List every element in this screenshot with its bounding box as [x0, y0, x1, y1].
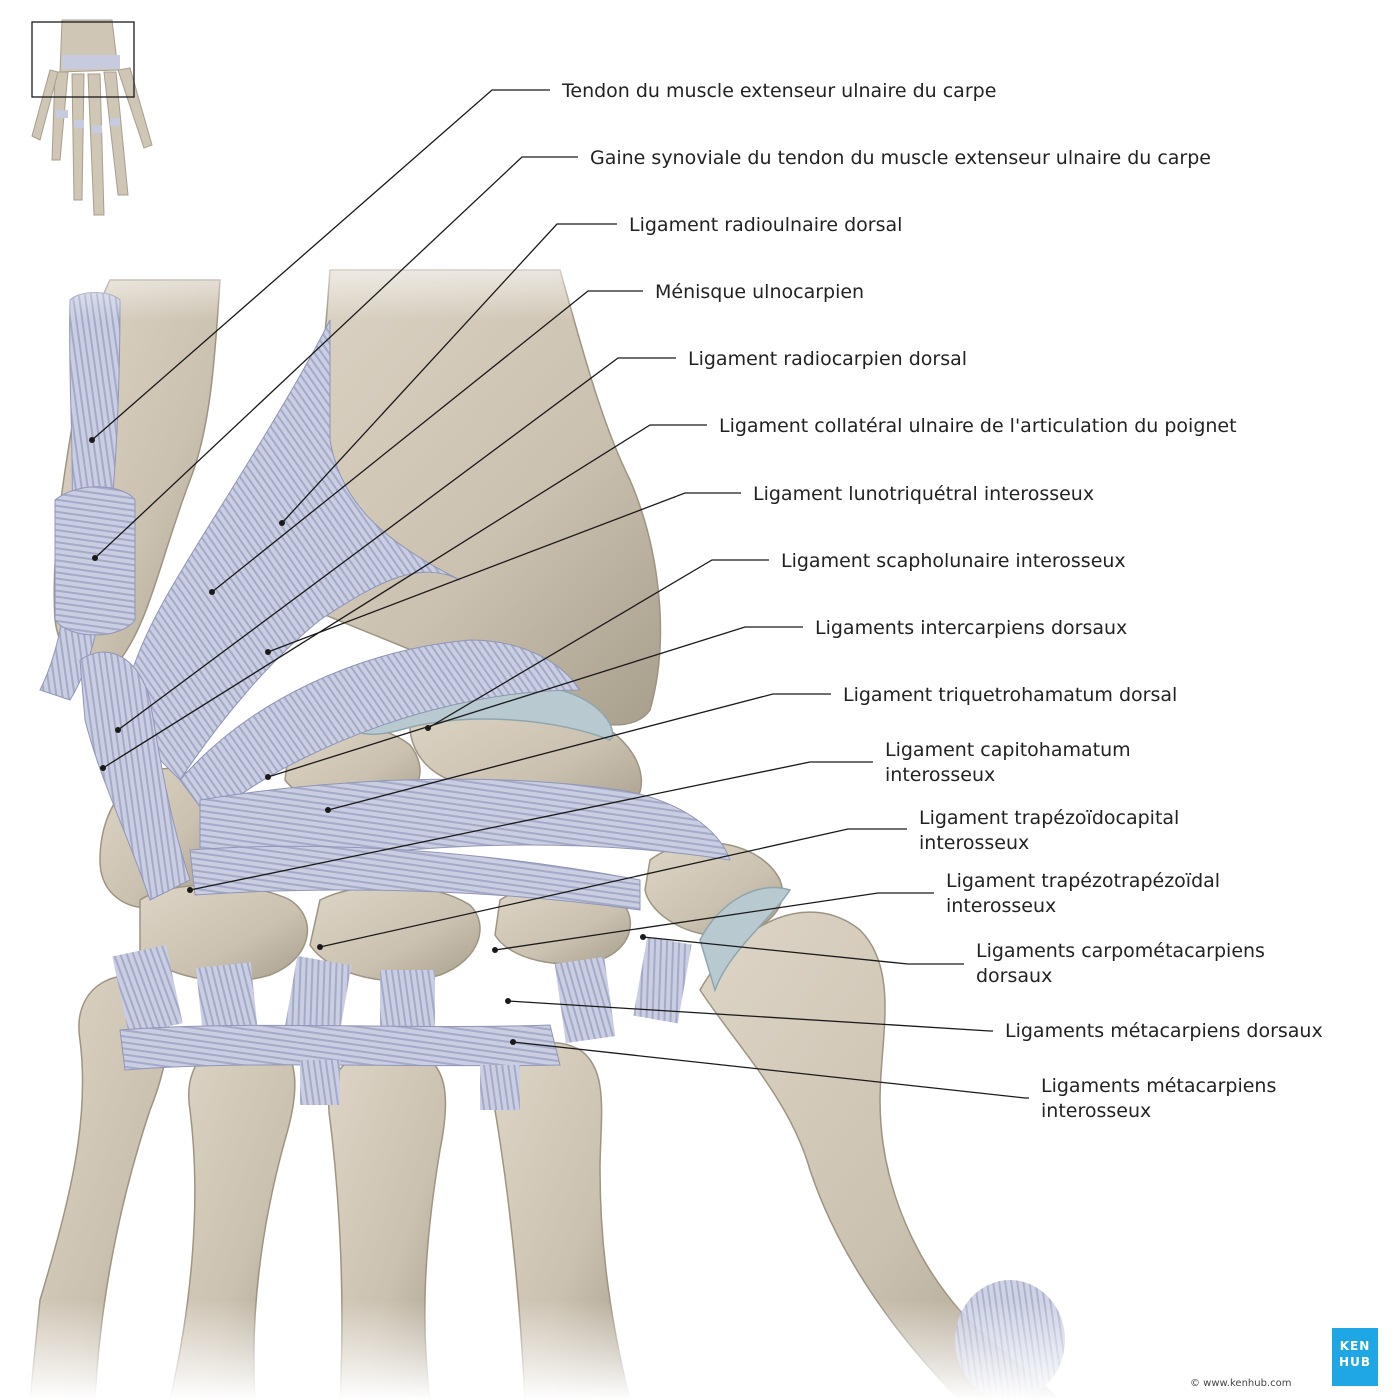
label-l8: Ligament scapholunaire interosseux — [425, 550, 1126, 731]
label-text-l3-line-1: Ligament radioulnaire dorsal — [629, 214, 902, 236]
leader-line-l8 — [427, 559, 769, 729]
leader-line-l10 — [327, 693, 831, 811]
triquetrohamate-ligament-band — [189, 845, 641, 911]
leader-dot-l9 — [265, 774, 271, 780]
labels-layer: Tendon du muscle extenseur ulnaire du ca… — [89, 80, 1323, 1122]
kenhub-logo-line-2: HUB — [1339, 1355, 1371, 1369]
label-text-l8-line-1: Ligament scapholunaire interosseux — [781, 550, 1126, 572]
trapezium-cartilage — [699, 886, 792, 993]
cmc-ligament-1 — [112, 945, 183, 1035]
radiocarpal-ligament-lower — [179, 639, 581, 821]
leader-line-l5 — [117, 357, 676, 731]
leader-dot-l2 — [92, 555, 98, 561]
leader-dot-l1 — [89, 437, 95, 443]
copyright-notice: © www.kenhub.com — [1190, 1378, 1292, 1389]
leader-dot-l7 — [265, 649, 271, 655]
label-l10: Ligament triquetrohamatum dorsal — [325, 684, 1177, 813]
kenhub-logo: KEN HUB — [1332, 1328, 1378, 1386]
metacarpal-1 — [699, 911, 1062, 1400]
label-text-l10-line-1: Ligament triquetrohamatum dorsal — [843, 684, 1177, 706]
leader-line-l4 — [211, 290, 643, 593]
label-text-l2-line-1: Gaine synoviale du tendon du muscle exte… — [590, 147, 1211, 169]
leader-dot-l16 — [510, 1039, 516, 1045]
label-text-l13-line-2: interosseux — [946, 895, 1056, 917]
label-text-l7-line-1: Ligament lunotriquétral interosseux — [753, 483, 1094, 505]
cmc-ligament-3 — [283, 955, 352, 1045]
label-l12: Ligament trapézoïdocapital interosseux — [317, 807, 1179, 950]
label-l13: Ligament trapézotrapézoïdal interosseux — [492, 870, 1220, 953]
leader-dot-l6 — [100, 765, 106, 771]
thumbnail-focus-box — [31, 21, 135, 98]
label-l3: Ligament radioulnaire dorsal — [279, 214, 902, 526]
label-text-l15-line-1: Ligaments métacarpiens dorsaux — [1005, 1020, 1323, 1042]
label-text-l4-line-1: Ménisque ulnocarpien — [655, 281, 864, 303]
label-text-l14-line-1: Ligaments carpométacarpiens — [976, 940, 1265, 962]
label-l7: Ligament lunotriquétral interosseux — [265, 483, 1094, 655]
leader-dot-l15 — [505, 998, 511, 1004]
label-text-l12-line-1: Ligament trapézoïdocapital — [919, 807, 1179, 829]
leader-dot-l11 — [187, 887, 193, 893]
leader-dot-l14 — [640, 934, 646, 940]
label-l1: Tendon du muscle extenseur ulnaire du ca… — [89, 80, 996, 443]
cmc-ligament-5 — [554, 956, 616, 1044]
label-text-l13-line-1: Ligament trapézotrapézoïdal — [946, 870, 1220, 892]
label-text-l16-line-1: Ligaments métacarpiens — [1041, 1075, 1276, 1097]
thumbnail-hand-overview — [31, 19, 153, 216]
label-text-l11-line-2: interosseux — [885, 764, 995, 786]
label-l6: Ligament collatéral ulnaire de l'articul… — [100, 415, 1237, 771]
ulnar-collateral-ligament-band — [79, 651, 191, 901]
label-l15: Ligaments métacarpiens dorsaux — [505, 998, 1323, 1042]
label-text-l9-line-1: Ligaments intercarpiens dorsaux — [815, 617, 1127, 639]
leader-line-l7 — [267, 492, 741, 653]
label-l9: Ligaments intercarpiens dorsaux — [265, 617, 1127, 780]
dorsal-metacarpal-ligament-band — [119, 1024, 561, 1071]
leader-line-l12 — [319, 828, 907, 948]
leader-dot-l3 — [279, 520, 285, 526]
label-l14: Ligaments carpométacarpiens dorsaux — [640, 934, 1265, 987]
label-text-l1-line-1: Tendon du muscle extenseur ulnaire du ca… — [561, 80, 996, 102]
label-text-l14-line-2: dorsaux — [976, 965, 1052, 987]
label-text-l11-line-1: Ligament capitohamatum — [885, 739, 1131, 761]
leader-dot-l5 — [115, 727, 121, 733]
leader-line-l16 — [512, 1041, 1029, 1099]
leader-line-l13 — [494, 892, 934, 951]
label-l2: Gaine synoviale du tendon du muscle exte… — [92, 147, 1211, 561]
leader-line-l2 — [94, 156, 578, 559]
leader-line-l9 — [267, 626, 803, 778]
interosseous-metacarpal-2 — [480, 1065, 520, 1110]
label-l11: Ligament capitohamatum interosseux — [187, 739, 1131, 893]
label-l4: Ménisque ulnocarpien — [209, 281, 864, 595]
label-text-l12-line-2: interosseux — [919, 832, 1029, 854]
leader-dot-l12 — [317, 944, 323, 950]
leader-line-l15 — [507, 1000, 993, 1032]
label-text-l6-line-1: Ligament collatéral ulnaire de l'articul… — [719, 415, 1237, 437]
leader-dot-l10 — [325, 807, 331, 813]
kenhub-logo-line-1: KEN — [1339, 1339, 1371, 1353]
label-l16: Ligaments métacarpiens interosseux — [510, 1039, 1276, 1122]
label-text-l16-line-2: interosseux — [1041, 1100, 1151, 1122]
label-l5: Ligament radiocarpien dorsal — [115, 348, 967, 733]
leader-line-l3 — [281, 223, 617, 524]
leader-line-l14 — [642, 936, 964, 965]
leader-dot-l4 — [209, 589, 215, 595]
cmc-ligament-6 — [633, 936, 692, 1024]
leader-line-l6 — [102, 424, 707, 769]
label-text-l5-line-1: Ligament radiocarpien dorsal — [688, 348, 967, 370]
anatomy-illustration — [0, 230, 1100, 1400]
leader-line-l1 — [91, 89, 550, 441]
leader-dot-l13 — [492, 947, 498, 953]
leader-line-l11 — [189, 761, 873, 891]
interosseous-metacarpal-1 — [300, 1060, 340, 1105]
